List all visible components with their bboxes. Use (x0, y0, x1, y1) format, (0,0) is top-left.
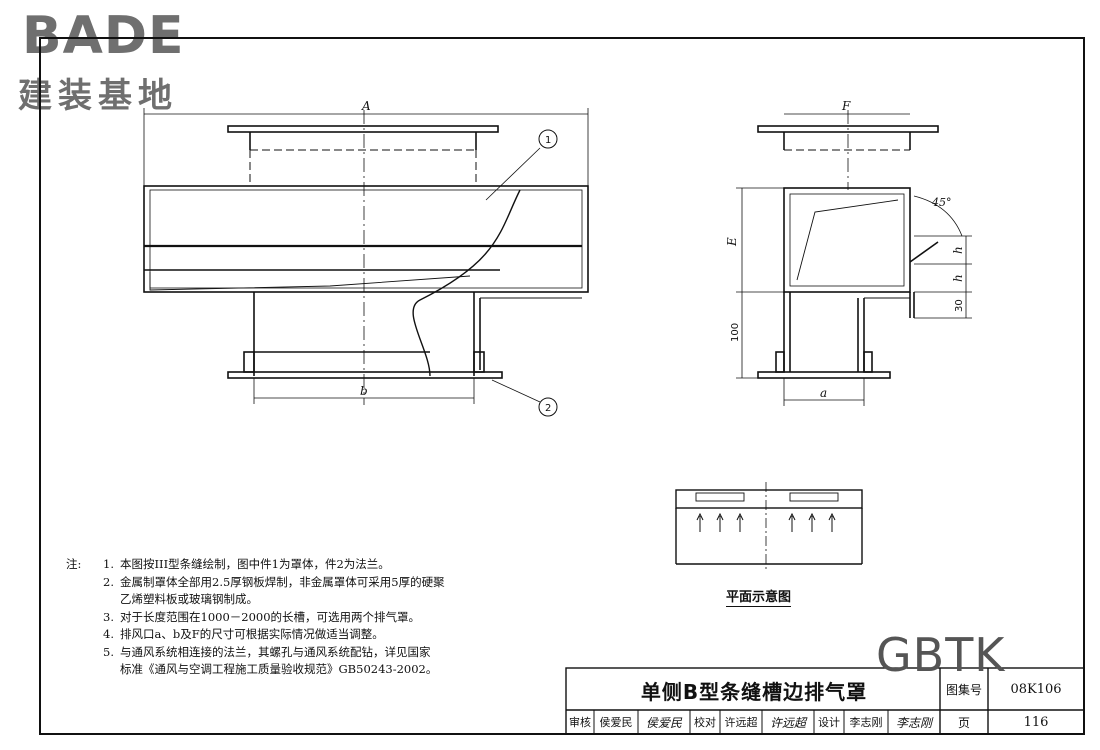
note-number (92, 661, 120, 679)
note-text: 对于长度范围在1000－2000的长槽，可选用两个排气罩。 (120, 609, 421, 624)
plan-sketch (675, 482, 863, 572)
note-row: 注: 1. 本图按III型条缝绘制，图中件1为罩体，件2为法兰。 (66, 556, 445, 574)
note-row: 3. 对于长度范围在1000－2000的长槽，可选用两个排气罩。 (66, 609, 445, 627)
note-text: 本图按III型条缝绘制，图中件1为罩体，件2为法兰。 (120, 557, 390, 571)
atlas-label: 图集号 (945, 682, 982, 697)
gbtk-watermark: GBTK (876, 628, 1006, 682)
note-row: 乙烯塑料板或玻璃钢制成。 (66, 591, 445, 609)
note-text: 金属制罩体全部用2.5厚钢板焊制，非金属罩体可采用5厚的硬聚 (120, 574, 445, 589)
notes-label: 注: (66, 557, 82, 571)
checker-signature: 许远超 (769, 715, 806, 730)
logo-subtitle: 建装基地 (18, 76, 178, 116)
drawing-title: 单侧B型条缝槽边排气罩 (640, 679, 868, 704)
note-row: 5. 与通风系统相连接的法兰，其螺孔与通风系统配钻，详见国家 (66, 644, 445, 662)
front-view (143, 108, 589, 417)
reviewer-name: 侯爱民 (599, 716, 633, 729)
part-label-1: 1 (545, 135, 551, 146)
sheet-border (39, 37, 1085, 735)
checker-name: 许远超 (724, 716, 758, 729)
note-row: 2. 金属制罩体全部用2.5厚钢板焊制，非金属罩体可采用5厚的硬聚 (66, 574, 445, 592)
angle-label: 45° (931, 196, 952, 209)
dim-label-h2: h (951, 274, 965, 282)
notes-block: 注: 1. 本图按III型条缝绘制，图中件1为罩体，件2为法兰。 2. 金属制罩… (66, 556, 445, 679)
dim-label-100: 100 (730, 323, 741, 342)
logo-brand: BADE (22, 6, 185, 66)
dim-label-F: F (841, 99, 851, 113)
note-number: 2. (103, 574, 114, 589)
plan-caption: 平面示意图 (726, 586, 792, 607)
note-number: 1. (103, 557, 114, 571)
note-text: 排风口a、b及F的尺寸可根据实际情况做适当调整。 (120, 627, 384, 641)
note-number (92, 591, 120, 609)
dim-label-A: A (361, 99, 371, 113)
page-label: 页 (957, 715, 970, 730)
review-label: 审核 (569, 716, 591, 729)
check-label: 校对 (694, 716, 716, 729)
designer-signature: 李志刚 (895, 715, 932, 730)
dim-label-h1: h (951, 246, 965, 254)
dim-label-b: b (360, 384, 368, 398)
note-text: 与通风系统相连接的法兰，其螺孔与通风系统配钻，详见国家 (120, 644, 431, 659)
dim-label-30: 30 (954, 299, 965, 312)
note-text: 乙烯塑料板或玻璃钢制成。 (120, 592, 258, 606)
note-number: 5. (103, 644, 114, 659)
reviewer-signature: 侯爱民 (645, 715, 682, 730)
part-label-2: 2 (545, 403, 551, 414)
side-view (736, 110, 972, 406)
note-number: 4. (103, 627, 114, 641)
page-number: 116 (1023, 714, 1049, 730)
note-number: 3. (103, 609, 114, 624)
dim-label-a: a (820, 386, 827, 400)
title-block-frame (565, 667, 1085, 735)
dim-label-E: E (725, 237, 739, 247)
design-label: 设计 (818, 716, 840, 729)
atlas-number: 08K106 (1010, 681, 1062, 697)
bade-logo: BADE 建装基地 (8, 4, 218, 116)
designer-name: 李志刚 (849, 716, 883, 729)
note-text: 标准《通风与空调工程施工质量验收规范》GB50243-2002。 (120, 662, 438, 676)
note-row: 4. 排风口a、b及F的尺寸可根据实际情况做适当调整。 (66, 626, 445, 644)
note-row: 标准《通风与空调工程施工质量验收规范》GB50243-2002。 (66, 661, 445, 679)
